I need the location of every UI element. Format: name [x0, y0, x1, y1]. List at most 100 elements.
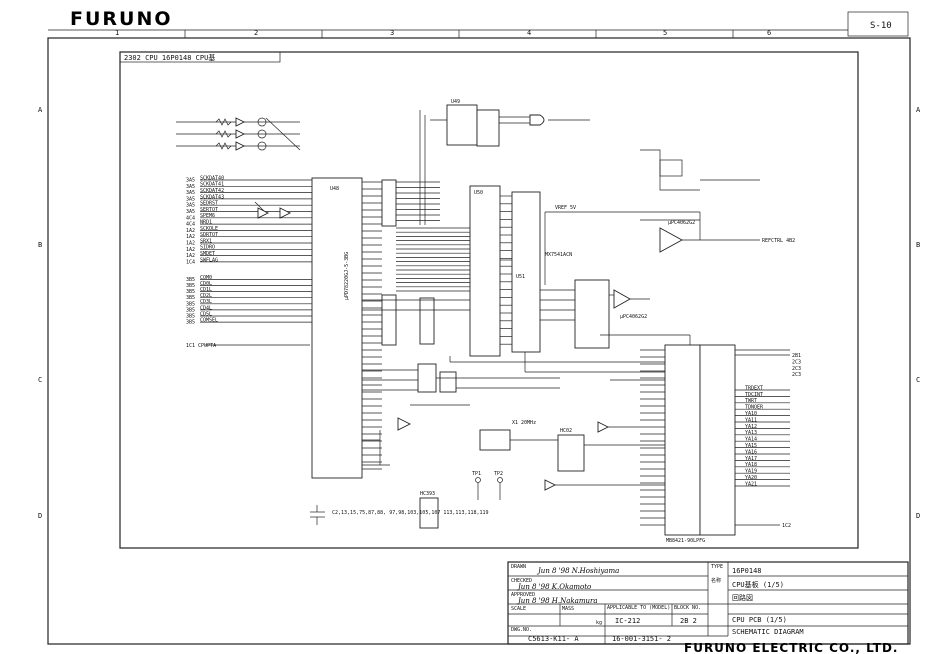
input-signal: SRX1: [200, 238, 212, 244]
input-ref: 3B5: [186, 289, 195, 295]
tp2-label: TP2: [494, 471, 503, 477]
cpu-ref: U48: [330, 186, 339, 192]
memory-u50: [469, 185, 501, 357]
input-signal: CD0L: [200, 281, 212, 287]
memory-ref: U51: [516, 274, 525, 280]
row-label: C: [38, 376, 42, 384]
input-signal: SCKDAT40: [200, 175, 224, 181]
input-ref: 3A5: [186, 203, 195, 209]
dual-port-ram: [664, 344, 701, 536]
outer-frame: [47, 37, 911, 645]
diagram-en: SCHEMATIC DIAGRAM: [732, 628, 804, 636]
input-ref: 3A5: [186, 184, 195, 190]
opamp: [613, 289, 631, 309]
feedback-network: [659, 159, 683, 177]
row-label: D: [916, 512, 920, 520]
title-block: DRAWN Jun 8 '98 N.Hoshiyama CHECKED Jun …: [507, 561, 909, 645]
memory-ref: U50: [474, 190, 483, 196]
input-signal: CD4L: [200, 305, 212, 311]
page-code: S-10: [870, 21, 892, 31]
xtal-label: X1 20MHz: [512, 420, 536, 426]
ram-output-ref: 1C2: [782, 523, 791, 529]
vref-label: VREF 5V: [555, 205, 576, 211]
col-label: 6: [767, 29, 771, 37]
row-label: C: [916, 376, 920, 384]
name-jp: CPU基板 (1/5): [732, 580, 784, 589]
row-markers: A B C D A B C D: [38, 106, 921, 520]
output-signal: YA21: [745, 481, 757, 487]
opamp-ref: [659, 227, 683, 253]
input-signal: SEDRST: [200, 201, 218, 207]
output-signal: YA14: [745, 437, 757, 443]
mass-unit: kg: [596, 620, 602, 626]
dac-part: MX7541ACN: [545, 252, 572, 258]
mass-label: MASS: [562, 606, 574, 612]
col-label: 5: [663, 29, 667, 37]
output-signal: YA20: [745, 475, 757, 481]
output-signal: YA17: [745, 456, 757, 462]
right-output-bus: TRDEXTTDCINTTWRTTDNOERYA10YA11YA12YA13YA…: [735, 353, 801, 487]
dual-port-ram-b: [699, 344, 736, 536]
gate-u8: [557, 434, 585, 472]
company-name: FURUNO ELECTRIC CO., LTD.: [684, 641, 898, 654]
control-gates: [362, 363, 560, 431]
input-signal: CD2L: [200, 293, 212, 299]
input-signal: SDRTOT: [200, 232, 218, 238]
type-value: 16P0148: [732, 567, 762, 575]
output-signal: TDNOER: [745, 405, 764, 411]
output-ref: 2B1: [792, 353, 801, 359]
drawing-number: C5613-K11- A: [528, 635, 579, 643]
cpu-pins: [362, 181, 382, 470]
col-label: 4: [527, 29, 531, 37]
diagram-jp: 回路図: [732, 593, 753, 602]
input-signal: SCKOLE: [200, 226, 218, 232]
gate-ref: HC02: [560, 428, 572, 434]
input-ref: 1A2: [186, 253, 195, 259]
refctrl-label: REFCTRL 4B2: [762, 238, 795, 244]
furuno-logo: FURUNO: [70, 8, 173, 30]
output-signal: TWRT: [745, 398, 757, 404]
data-bus: [381, 110, 470, 346]
approved-label: APPROVED: [511, 592, 535, 598]
crystal-oscillator: [479, 429, 511, 451]
input-ref: 1A2: [186, 247, 195, 253]
output-signal: TRDEXT: [745, 385, 763, 391]
input-ref: 3B5: [186, 307, 195, 313]
col-label: 3: [390, 29, 394, 37]
ram-pins: [640, 349, 665, 526]
tp1-label: TP1: [472, 471, 481, 477]
block-number: 2B 2: [680, 617, 697, 625]
decoder-ref: U49: [451, 99, 460, 105]
row-label: B: [38, 241, 42, 249]
input-signal: NRD1: [200, 220, 212, 226]
test-point-1: [475, 477, 481, 483]
input-signal: SWFLAG: [200, 257, 218, 263]
drawn-signature: Jun 8 '98 N.Hoshiyama: [536, 567, 619, 575]
output-signal: YA11: [745, 417, 757, 423]
output-signal: YA12: [745, 424, 757, 430]
input-ref: 3B5: [186, 301, 195, 307]
led-driver-group: [176, 117, 301, 151]
test-points: TP1 TP2: [472, 471, 503, 500]
input-signal: SCKDAT42: [200, 188, 224, 194]
input-signal: SCKDAT41: [200, 182, 224, 188]
row-label: B: [916, 241, 920, 249]
opamp-part: µPC4062G2: [668, 220, 695, 226]
document-number: 16-001-3151- 2: [612, 635, 671, 643]
latch-chip: [476, 109, 500, 147]
input-ref: 3B5: [186, 277, 195, 283]
decoder-u49: [446, 104, 478, 146]
input-signal: SCKDAT43: [200, 194, 224, 200]
input-ref: 3A5: [186, 178, 195, 184]
row-label: A: [916, 106, 921, 114]
approved-signature: Jun 8 '98 H.Nakamura: [516, 597, 598, 605]
block-label: BLOCK NO.: [674, 605, 701, 611]
checked-signature: Jun 8 '98 K.Okamoto: [516, 583, 591, 591]
row-label: A: [38, 106, 43, 114]
drawn-label: DRAWN: [511, 564, 526, 570]
input-ref: 3A5: [186, 209, 195, 215]
input-ref: 3A5: [186, 196, 195, 202]
output-signal: YA19: [745, 469, 757, 475]
